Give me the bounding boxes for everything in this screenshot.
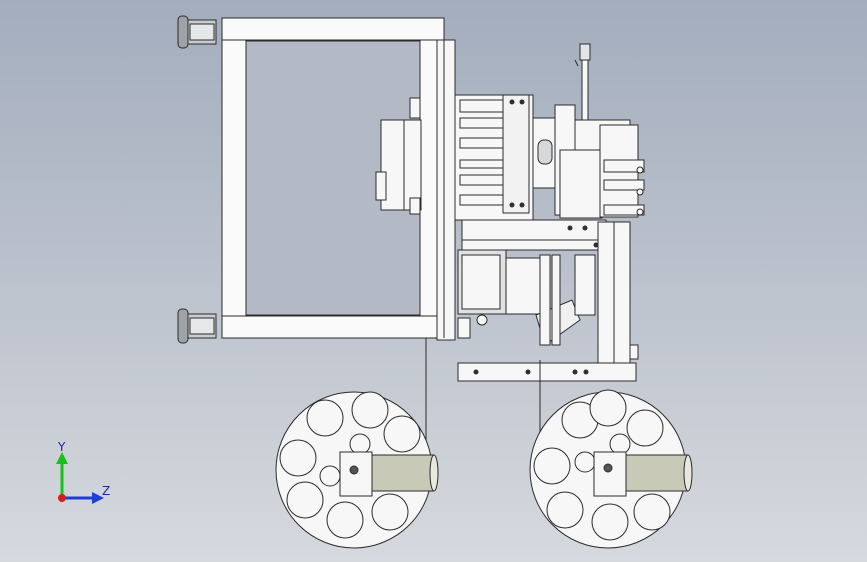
leveling-foot-top[interactable] [177, 15, 217, 49]
x-axis-dot [58, 494, 66, 502]
z-axis-arrow [92, 492, 104, 504]
lower-slide-bar[interactable] [457, 362, 637, 382]
lower-mechanism[interactable] [457, 219, 639, 381]
y-axis-label: Y [58, 440, 66, 454]
feed-reel-left[interactable] [275, 391, 439, 549]
leveling-foot-bottom[interactable] [177, 308, 217, 344]
orientation-triad: Y Z [48, 440, 118, 508]
upper-mechanism[interactable] [454, 94, 645, 221]
y-axis-arrow [56, 452, 68, 464]
z-axis-label: Z [102, 484, 111, 498]
vertical-cylinder[interactable] [574, 43, 591, 121]
motor-block[interactable] [375, 97, 422, 215]
feed-reel-right[interactable] [529, 389, 693, 549]
